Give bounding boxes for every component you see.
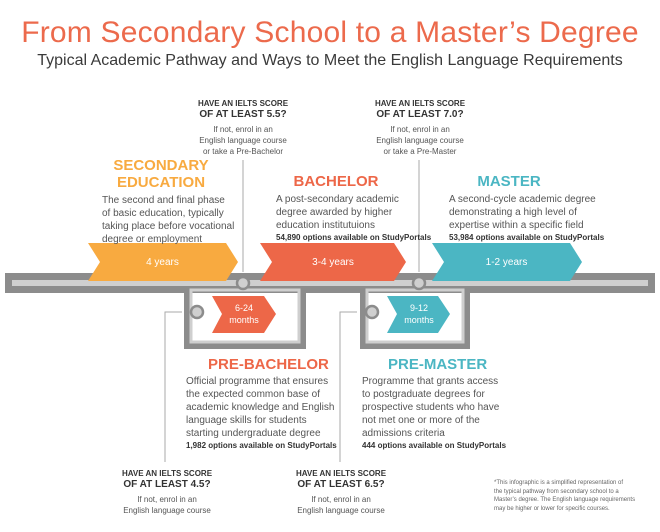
text-line: EDUCATION (116, 174, 206, 191)
master-options-count: 53,984 options available on StudyPortals (449, 233, 605, 242)
bachelor-section: BACHELOR A post-secondary academic degree… (276, 173, 432, 243)
text-line: A second-cycle academic degree (449, 194, 596, 205)
text-line: Master’s degree. The English language re… (494, 497, 636, 503)
master-arrow (432, 243, 582, 281)
ielts-question: HAVE AN IELTS SCORE (121, 469, 213, 478)
text-line: the typical pathway from secondary schoo… (494, 488, 619, 495)
text-line: may be higher or lower for specific cour… (494, 505, 610, 512)
duration-unit: months (404, 315, 434, 325)
text-line: the expected common base of (186, 389, 320, 400)
premaster-section: PRE-MASTER Programme that grants access t… (362, 356, 522, 451)
prebachelor-duration: 6-24 months (218, 302, 270, 326)
ielts-advice: English language course (123, 506, 211, 515)
text-line: A post-secondary academic (276, 194, 399, 205)
duration-value: 9-12 (409, 303, 428, 313)
secondary-arrow (88, 243, 238, 281)
bachelor-heading: BACHELOR (293, 173, 379, 190)
ielts-note-6-5: HAVE AN IELTS SCORE OF AT LEAST 6.5? If … (286, 469, 396, 516)
text-line: academic knowledge and English (186, 402, 335, 413)
text-line: education institutuions (276, 220, 375, 231)
premaster-description: Programme that grants access to postgradu… (362, 375, 522, 440)
ielts-advice: English language course (376, 136, 464, 145)
ielts-advice: If not, enrol in an (213, 125, 273, 134)
duration-value: 6-24 (234, 303, 253, 313)
bachelor-duration: 3-4 years (312, 257, 354, 268)
ielts-advice: or take a Pre-Master (383, 147, 457, 156)
ielts-question: HAVE AN IELTS SCORE (374, 99, 466, 108)
master-section: MASTER A second-cycle academic degree dem… (449, 173, 629, 243)
text-line: Programme that grants access (362, 376, 499, 387)
bachelor-arrow (260, 243, 406, 281)
text-line: *This infographic is a simplified repres… (494, 480, 624, 486)
text-line: starting undergraduate degree (186, 428, 321, 439)
master-description: A second-cycle academic degree demonstrat… (449, 193, 629, 232)
page-title: From Secondary School to a Master’s Degr… (21, 16, 639, 49)
junction-icon (235, 275, 251, 291)
junction-icon (189, 304, 205, 320)
ielts-note-4-5: HAVE AN IELTS SCORE OF AT LEAST 4.5? If … (112, 469, 222, 516)
ielts-advice: or take a Pre-Bachelor (202, 147, 284, 156)
page-subtitle: Typical Academic Pathway and Ways to Mee… (37, 52, 623, 69)
master-duration: 1-2 years (485, 257, 528, 268)
junction-icon (364, 304, 380, 320)
text-line: to postgraduate degrees for (362, 389, 485, 400)
connector-line (164, 311, 182, 462)
text-line: degree or employment (102, 234, 203, 245)
master-heading: MASTER (477, 173, 541, 190)
junction-icon (411, 275, 427, 291)
secondary-duration: 4 years (146, 257, 179, 268)
secondary-description: The second and final phase of basic educa… (102, 194, 237, 246)
ielts-score: OF AT LEAST 4.5? (123, 479, 211, 490)
bachelor-description: A post-secondary academic degree awarded … (276, 193, 416, 232)
connector-line (339, 311, 357, 462)
text-line: taking place before vocational (102, 221, 235, 232)
footnote: *This infographic is a simplified repres… (494, 479, 660, 513)
text-line: admissions criteria (362, 428, 445, 439)
prebachelor-options-count: 1,982 options available on StudyPortals (186, 441, 337, 450)
text-line: The second and final phase (102, 195, 225, 206)
text-line: demonstrating a high level of (449, 207, 577, 218)
ielts-note-7-0: HAVE AN IELTS SCORE OF AT LEAST 7.0? If … (365, 99, 475, 157)
text-line: not met one or more of the (362, 415, 480, 426)
text-line: Official programme that ensures (186, 376, 329, 387)
ielts-note-5-5: HAVE AN IELTS SCORE OF AT LEAST 5.5? If … (188, 99, 298, 157)
ielts-score: OF AT LEAST 7.0? (376, 109, 464, 120)
ielts-advice: English language course (297, 506, 385, 515)
text-line: prospective students who have (362, 402, 500, 413)
premaster-heading: PRE-MASTER (388, 356, 488, 373)
text-line: expertise within a specific field (449, 220, 584, 231)
premaster-options-count: 444 options available on StudyPortals (362, 441, 507, 450)
premaster-duration: 9-12 months (393, 302, 445, 326)
bachelor-options-count: 54,890 options available on StudyPortals (276, 233, 432, 242)
text-line: language skills for students (186, 415, 307, 426)
ielts-advice: If not, enrol in an (311, 495, 371, 504)
prebachelor-description: Official programme that ensures the expec… (186, 375, 346, 440)
text-line: SECONDARY (113, 157, 209, 174)
ielts-score: OF AT LEAST 6.5? (297, 479, 385, 490)
prebachelor-arrow (212, 296, 276, 333)
ielts-question: HAVE AN IELTS SCORE (197, 99, 289, 108)
prebachelor-heading: PRE-BACHELOR (208, 356, 329, 373)
ielts-question: HAVE AN IELTS SCORE (295, 469, 387, 478)
prebachelor-section: PRE-BACHELOR Official programme that ens… (186, 356, 346, 451)
ielts-advice: If not, enrol in an (137, 495, 197, 504)
premaster-arrow (387, 296, 450, 333)
main-track-inner (12, 280, 648, 286)
ielts-advice: English language course (199, 136, 287, 145)
ielts-advice: If not, enrol in an (390, 125, 450, 134)
duration-unit: months (229, 315, 259, 325)
text-line: of basic education, typically (102, 208, 224, 219)
text-line: degree awarded by higher (276, 207, 393, 218)
ielts-score: OF AT LEAST 5.5? (199, 109, 287, 120)
